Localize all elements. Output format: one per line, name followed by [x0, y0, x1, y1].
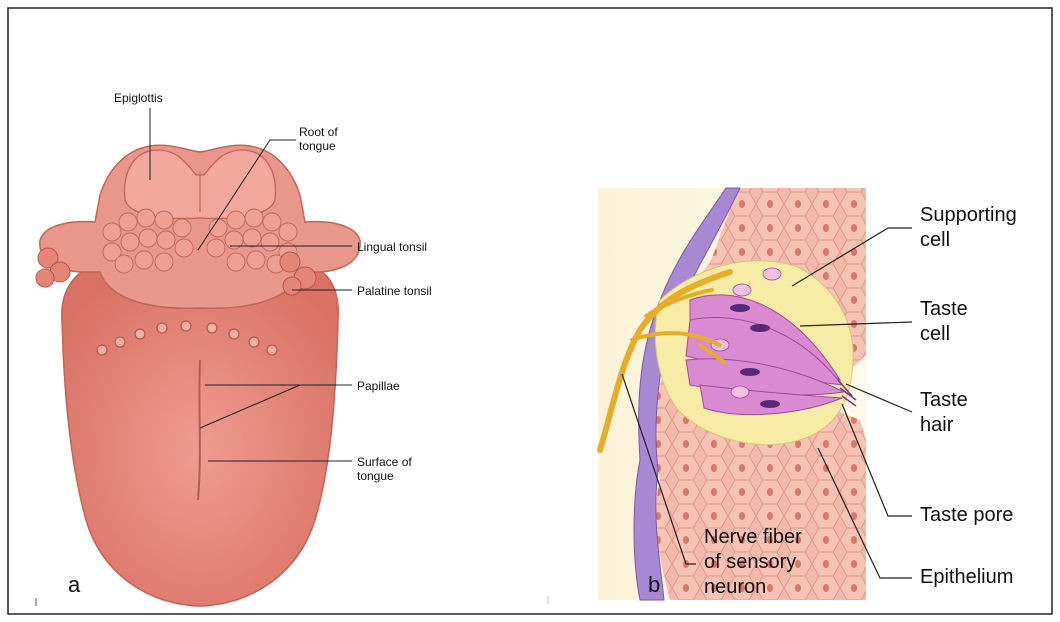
panel-label-a: a — [68, 572, 80, 598]
label-root-of-tongue: Root of tongue — [299, 125, 338, 153]
label-taste-hair: Taste hair — [920, 388, 968, 438]
label-palatine-tonsil: Palatine tonsil — [357, 284, 432, 298]
tongue-illustration — [36, 145, 360, 606]
label-epiglottis: Epiglottis — [114, 91, 163, 105]
panel-label-b: b — [648, 572, 660, 598]
label-papillae: Papillae — [357, 379, 400, 393]
label-surface-of-tongue: Surface of tongue — [357, 455, 412, 483]
label-lingual-tonsil: Lingual tonsil — [357, 240, 427, 254]
label-supporting-cell: Supporting cell — [920, 203, 1017, 253]
label-taste-cell: Taste cell — [920, 297, 968, 347]
label-epithelium: Epithelium — [920, 565, 1013, 590]
label-nerve-fiber: Nerve fiber of sensory neuron — [704, 525, 802, 600]
label-taste-pore: Taste pore — [920, 503, 1013, 528]
